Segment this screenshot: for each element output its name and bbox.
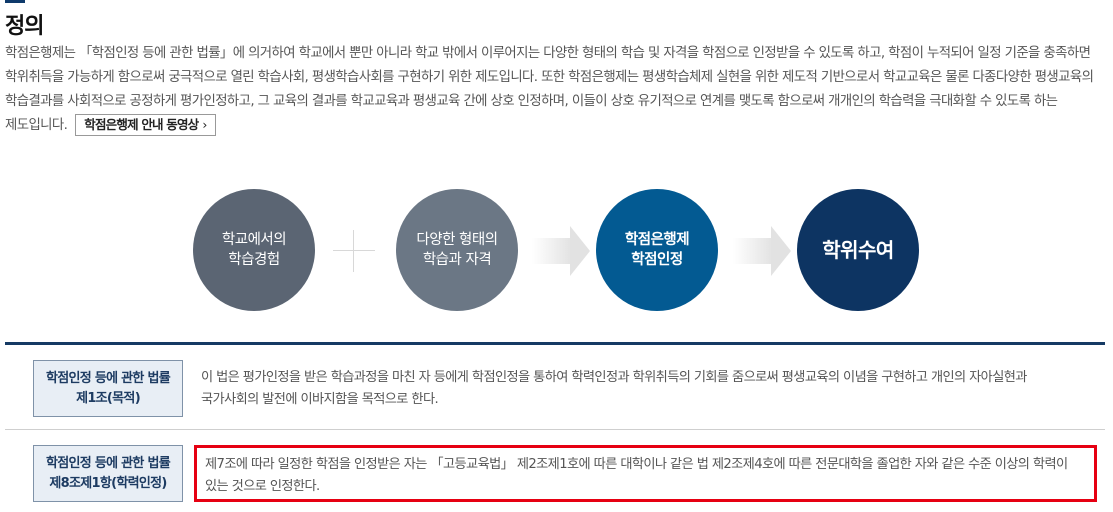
law-label: 학점인정 등에 관한 법률 제8조제1항(학력인정) (33, 445, 183, 502)
step-line: 학점인정 (631, 252, 683, 268)
guide-video-label: 학점은행제 안내 동영상 (84, 117, 199, 132)
law-row-article-1: 학점인정 등에 관한 법률 제1조(목적) 이 법은 평가인정을 받은 학습과정… (5, 345, 1105, 430)
plus-icon (333, 230, 375, 272)
law-label-line: 학점인정 등에 관한 법률 (45, 370, 171, 386)
step-line: 학습과 자격 (422, 252, 492, 268)
chevron-right-icon: › (202, 117, 207, 132)
law-label-line: 제8조제1항(학력인정) (49, 475, 167, 491)
step-degree-award: 학위수여 (797, 189, 919, 311)
title-accent-bar (5, 0, 25, 3)
law-table: 학점인정 등에 관한 법률 제1조(목적) 이 법은 평가인정을 받은 학습과정… (5, 342, 1105, 512)
law-label-line: 학점인정 등에 관한 법률 (45, 455, 171, 471)
intro-paragraph: 학점은행제는 「학점인정 등에 관한 법률」에 의거하여 학교에서 뿐만 아니라… (5, 42, 1110, 138)
intro-text: 학점은행제는 「학점인정 등에 관한 법률」에 의거하여 학교에서 뿐만 아니라… (5, 46, 1094, 133)
step-line: 학교에서의 (221, 232, 287, 248)
arrow-right-icon (532, 226, 592, 276)
law-row-article-8: 학점인정 등에 관한 법률 제8조제1항(학력인정) 제7조에 따라 일정한 학… (5, 430, 1105, 512)
step-line: 학위수여 (822, 238, 894, 262)
page-title: 정의 (5, 14, 44, 39)
guide-video-button[interactable]: 학점은행제 안내 동영상› (75, 114, 216, 136)
law-text-highlighted: 제7조에 따라 일정한 학점을 인정받은 자는 「고등교육법」 제2조제1호에 … (194, 445, 1097, 502)
step-line: 학습경험 (228, 252, 280, 268)
step-line: 다양한 형태의 (416, 232, 498, 248)
law-label-line: 제1조(목적) (76, 390, 141, 406)
arrow-right-icon (733, 226, 793, 276)
law-label: 학점인정 등에 관한 법률 제1조(목적) (33, 360, 183, 417)
step-line: 학점은행제 (624, 232, 690, 248)
law-text: 이 법은 평가인정을 받은 학습과정을 마친 자 등에게 학점인정을 통하여 학… (201, 370, 1027, 407)
